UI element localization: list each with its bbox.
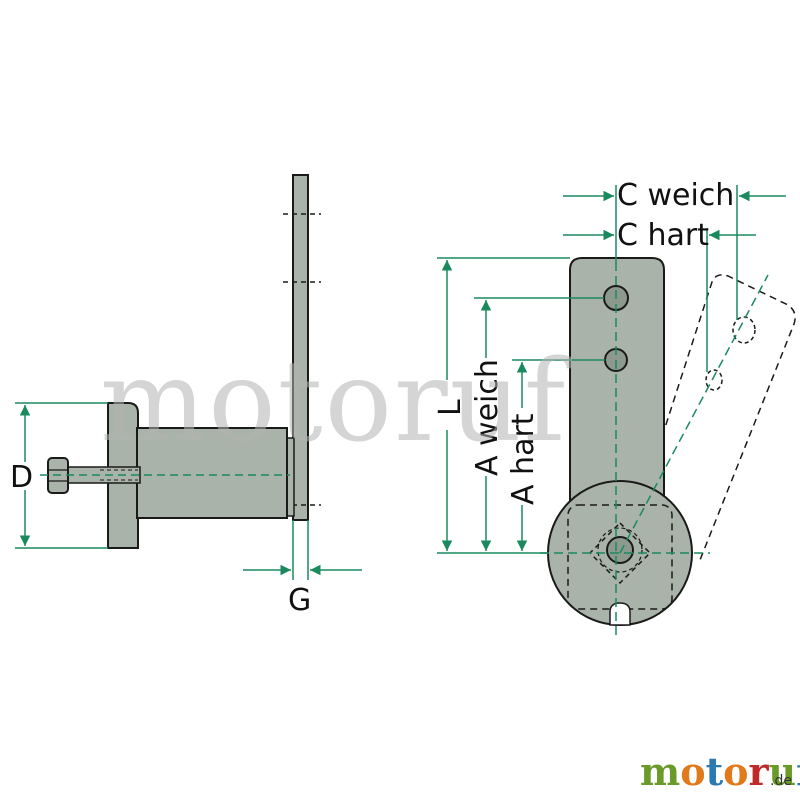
dim-l	[437, 257, 570, 554]
label-c-weich: C weich	[617, 178, 734, 213]
logo-letter: o	[680, 749, 705, 794]
side-view: D G	[10, 174, 362, 618]
side-bolt-shank	[67, 466, 141, 484]
dim-c-hart	[563, 228, 756, 372]
logo-letter: o	[723, 749, 748, 794]
logo-letter: m	[640, 749, 680, 794]
front-centerlines	[540, 262, 769, 640]
logo-letter: u	[769, 749, 797, 794]
watermark-text: motoruf	[100, 337, 573, 467]
front-arm	[569, 257, 665, 516]
hub-bore-outer	[597, 527, 643, 573]
dim-a-hart	[512, 359, 605, 551]
alt-position-outline	[639, 274, 796, 561]
side-plate	[292, 174, 309, 521]
logo-letter: t	[706, 749, 724, 794]
dim-d	[15, 402, 108, 549]
hub-slot	[609, 602, 631, 626]
label-a-weich: A weich	[470, 359, 505, 476]
logo-wordmark: motoruf	[640, 749, 800, 794]
label-d: D	[10, 460, 33, 495]
alt-hole-2	[705, 369, 723, 391]
front-view: L A weich A hart C weich C ha	[433, 178, 796, 640]
alt-hole-1	[732, 316, 756, 344]
label-g: G	[288, 583, 311, 618]
logo-letter: f	[796, 749, 800, 794]
logo-tld: .de	[770, 773, 792, 789]
hub-bore	[606, 536, 634, 564]
logo-letter: r	[749, 749, 770, 794]
dim-c-weich	[563, 185, 786, 320]
dim-a-weich	[474, 297, 604, 551]
plate-hidden-holes	[283, 213, 321, 506]
dim-g	[243, 520, 362, 580]
label-l: L	[433, 399, 468, 416]
hub-hidden-diamond	[588, 521, 652, 585]
label-c-hart: C hart	[617, 218, 709, 253]
label-a-hart: A hart	[506, 413, 541, 505]
brand-logo: motoruf .de	[640, 749, 800, 794]
